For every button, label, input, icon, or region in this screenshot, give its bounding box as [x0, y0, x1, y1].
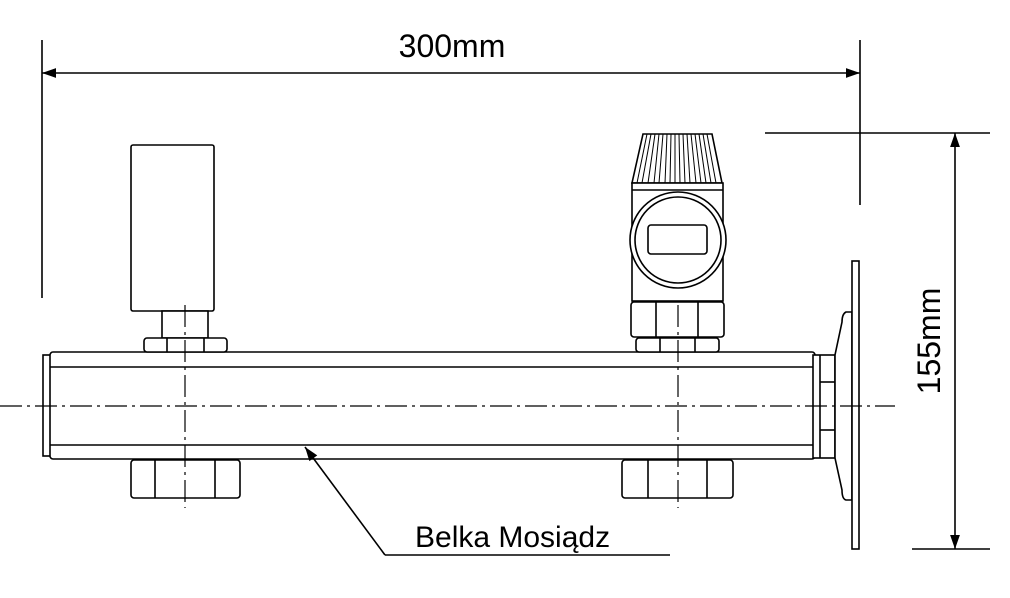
callout-label: Belka Mosiądz	[415, 521, 610, 554]
right-fitting	[621, 133, 734, 499]
material-callout: Belka Mosiądz	[304, 446, 670, 556]
width-dimension: 300mm	[41, 28, 861, 298]
centerlines	[0, 305, 895, 508]
left-sensor-body	[130, 144, 215, 312]
width-dimension-label: 300mm	[399, 28, 506, 64]
end-flange	[812, 260, 860, 550]
mounting-plate	[851, 260, 860, 550]
callout-leader-arrow	[304, 446, 386, 556]
height-dimension: 155mm	[765, 132, 990, 550]
knob-ribs	[636, 133, 717, 184]
left-fitting	[130, 144, 241, 499]
height-dimension-label: 155mm	[911, 288, 947, 395]
display-window	[647, 224, 708, 255]
